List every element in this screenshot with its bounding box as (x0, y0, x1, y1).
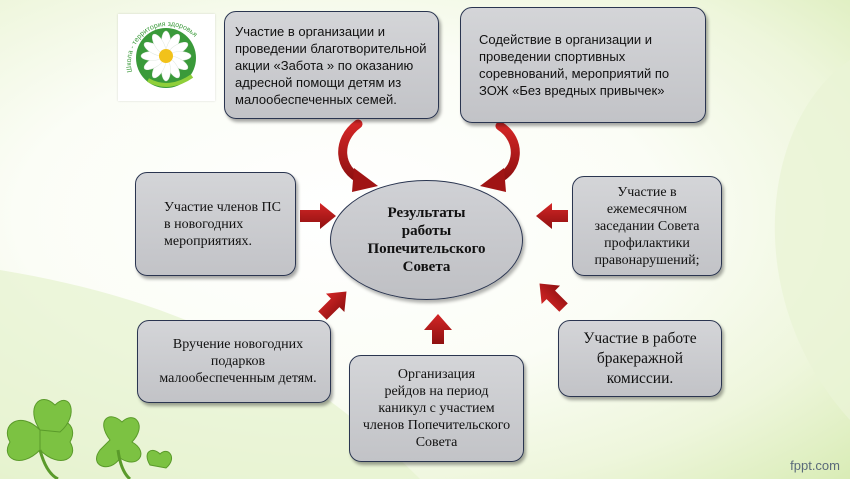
box-new-year-events-text: Участие членов ПС в новогодних мероприят… (164, 199, 281, 249)
daisy-icon: Школа - территория здоровья (126, 21, 198, 88)
box-prevention-council-text: Участие в ежемесячном заседании Совета п… (594, 184, 700, 268)
clover-decoration-icon (6, 399, 172, 479)
box-new-year-events: Участие членов ПС в новогодних мероприят… (135, 172, 296, 276)
box-charity-action: Участие в организации и проведении благо… (224, 11, 439, 119)
box-new-year-gifts-text: Вручение новогодних подарков малообеспеч… (159, 337, 317, 386)
center-results-node: Результаты работы Попечительского Совета (330, 180, 523, 300)
box-holiday-raids-text: Организация рейдов на период каникул с у… (362, 367, 511, 450)
box-charity-action-text: Участие в организации и проведении благо… (235, 23, 427, 107)
box-holiday-raids: Организация рейдов на период каникул с у… (349, 355, 524, 462)
center-results-text: Результаты работы Попечительского Совета (367, 205, 486, 275)
box-new-year-gifts: Вручение новогодних подарков малообеспеч… (137, 320, 331, 403)
box-sports-events-text: Содействие в организации и проведении сп… (479, 32, 670, 98)
box-sports-events: Содействие в организации и проведении сп… (460, 7, 706, 123)
box-grading-commission-text: Участие в работе бракеражной комиссии. (583, 329, 697, 387)
school-logo: Школа - территория здоровья (118, 14, 215, 101)
box-prevention-council: Участие в ежемесячном заседании Совета п… (572, 176, 722, 276)
watermark: fppt.com (790, 458, 840, 473)
box-grading-commission: Участие в работе бракеражной комиссии. (558, 320, 722, 397)
